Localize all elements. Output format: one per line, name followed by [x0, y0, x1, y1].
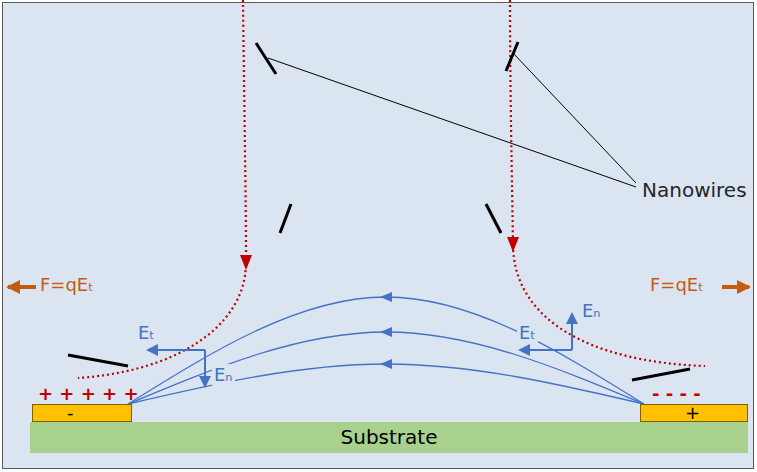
trajectory-arrowhead	[240, 255, 252, 270]
nanowire	[256, 43, 276, 74]
field-vector	[148, 349, 205, 351]
field-label: Eₜ	[136, 322, 157, 344]
field-vector	[520, 349, 572, 351]
electrode: +	[640, 404, 748, 422]
force-label: F=qEₜ	[650, 274, 704, 296]
part-label: Nanowires	[642, 178, 747, 202]
trajectory-path	[78, 0, 246, 378]
field-arrowhead	[380, 292, 392, 302]
field-label: Eₜ	[517, 322, 538, 344]
nanowire	[280, 204, 291, 233]
field-line	[128, 327, 644, 404]
field-line	[128, 292, 644, 404]
field-line	[128, 359, 644, 404]
force-arrow	[722, 285, 749, 289]
field-vector	[571, 314, 573, 350]
nanowire	[486, 204, 501, 233]
field-arrowhead	[380, 359, 392, 369]
field-line-path	[128, 364, 644, 404]
field-line-path	[128, 332, 644, 404]
charge-label: - - - -	[652, 383, 701, 405]
field-line-path	[128, 297, 644, 404]
substrate-band: Substrate	[30, 422, 748, 453]
force-label: F=qEₜ	[40, 274, 94, 296]
nanowire	[68, 355, 128, 366]
node-text: Substrate	[341, 422, 438, 453]
trajectory-arrowhead	[507, 237, 519, 252]
node-text: +	[685, 404, 700, 422]
charge-label: + + + + +	[38, 383, 138, 405]
nanowire	[632, 369, 690, 380]
leader-line	[268, 58, 636, 187]
leader-line	[513, 53, 636, 183]
field-label: Eₙ	[580, 300, 603, 322]
field-arrowhead	[380, 327, 392, 337]
electrode: -	[32, 404, 132, 422]
field-vector	[204, 350, 206, 386]
node-text: -	[67, 404, 74, 422]
force-arrow	[8, 285, 36, 289]
field-label: Eₙ	[212, 364, 235, 386]
